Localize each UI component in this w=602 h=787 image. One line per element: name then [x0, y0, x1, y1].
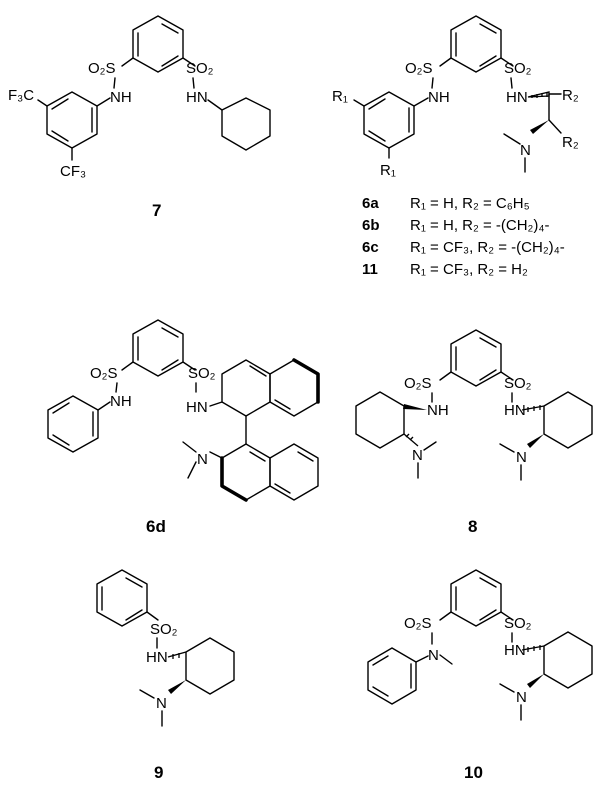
benzene-ring-cf3 — [46, 91, 98, 149]
atom-r2-top: R₂ — [562, 87, 579, 104]
atom-nh-left: NH — [110, 89, 132, 106]
phenyl-ring — [367, 647, 417, 705]
atom-so2: SO₂ — [150, 621, 178, 638]
atom-nh-left: NH — [110, 393, 132, 410]
benzene-ring-central — [132, 15, 184, 73]
atom-hn-right: HN — [186, 89, 208, 106]
benzene-ring-central — [450, 15, 502, 73]
atom-r2-bottom: R₂ — [562, 134, 579, 151]
atom-hn-right: HN — [504, 402, 526, 419]
benzene-ring-r1 — [363, 91, 415, 149]
atom-cf3-bottom: CF₃ — [60, 163, 86, 180]
naphthyl-ring-lower-b — [269, 443, 319, 501]
cyclohexane-ring-left — [355, 391, 405, 449]
atom-so2-right: SO₂ — [188, 365, 216, 382]
atom-so2-left: O₂S — [405, 60, 433, 77]
variant-text-6b: R₁ = H, R₂ = -(CH₂)₄- — [410, 217, 550, 234]
cyclohexane-ring-right — [543, 391, 593, 449]
atom-n-right: N — [516, 449, 527, 466]
compound-6d: O₂S SO₂ NH HN N 6d — [47, 319, 320, 536]
compound-label-7: 7 — [152, 201, 161, 220]
variant-legend: 6a R₁ = H, R₂ = C₆H₅ 6b R₁ = H, R₂ = -(C… — [362, 195, 565, 278]
naphthyl-ring-upper-a — [221, 359, 271, 417]
variant-text-11: R₁ = CF₃, R₂ = H₂ — [410, 261, 528, 278]
atom-hn-right: HN — [504, 642, 526, 659]
atom-n: N — [197, 451, 208, 468]
compound-6-series: O₂S SO₂ NH HN R₁ R₁ R₂ R₂ N 6a R₁ = — [332, 15, 579, 278]
atom-r1-bottom: R₁ — [380, 162, 396, 179]
atom-so2-right: SO₂ — [504, 615, 532, 632]
cyclohexane-ring — [221, 97, 271, 151]
variant-id-6c: 6c — [362, 239, 379, 256]
atom-nh-left: NH — [428, 89, 450, 106]
compound-label-9: 9 — [154, 763, 163, 782]
variant-id-11: 11 — [362, 261, 378, 278]
compound-7: O₂S SO₂ NH HN F₃C CF₃ 7 — [8, 15, 271, 220]
phenyl-ring — [47, 395, 99, 453]
variant-id-6b: 6b — [362, 217, 380, 234]
atom-hn-right: HN — [506, 89, 528, 106]
atom-hn-right: HN — [186, 399, 208, 416]
compound-9: SO₂ HN N 9 — [96, 569, 235, 782]
atom-so2-left: O₂S — [88, 60, 116, 77]
atom-so2-right: SO₂ — [504, 375, 532, 392]
atom-hn: HN — [146, 649, 168, 666]
benzene-ring-central — [450, 329, 502, 387]
phenyl-ring — [96, 569, 148, 627]
atom-so2-left: O₂S — [404, 375, 432, 392]
benzene-ring-central — [132, 319, 184, 377]
atom-r1-top: R₁ — [332, 88, 348, 105]
atom-n: N — [516, 689, 527, 706]
atom-so2-left: O₂S — [404, 615, 432, 632]
variant-text-6c: R₁ = CF₃, R₂ = -(CH₂)₄- — [410, 239, 565, 256]
atom-n: N — [520, 142, 531, 159]
atom-so2-right: SO₂ — [186, 60, 214, 77]
atom-so2-right: SO₂ — [504, 60, 532, 77]
cyclohexane-ring — [185, 637, 235, 695]
atom-n: N — [156, 695, 167, 712]
atom-nh-left: NH — [427, 402, 449, 419]
cyclohexane-ring — [543, 631, 593, 689]
variant-text-6a: R₁ = H, R₂ = C₆H₅ — [410, 195, 530, 212]
atom-so2-left: O₂S — [90, 365, 118, 382]
atom-cf3-top: F₃C — [8, 87, 34, 104]
atom-n-left: N — [412, 447, 423, 464]
compound-10: O₂S SO₂ N HN N 10 — [367, 569, 593, 782]
variant-id-6a: 6a — [362, 195, 379, 212]
compound-label-6d: 6d — [146, 517, 166, 536]
atom-n-methyl: N — [428, 647, 439, 664]
compound-label-8: 8 — [468, 517, 477, 536]
compound-8: O₂S SO₂ NH HN N N 8 — [355, 329, 593, 536]
compound-label-10: 10 — [464, 763, 483, 782]
benzene-ring-central — [450, 569, 502, 627]
